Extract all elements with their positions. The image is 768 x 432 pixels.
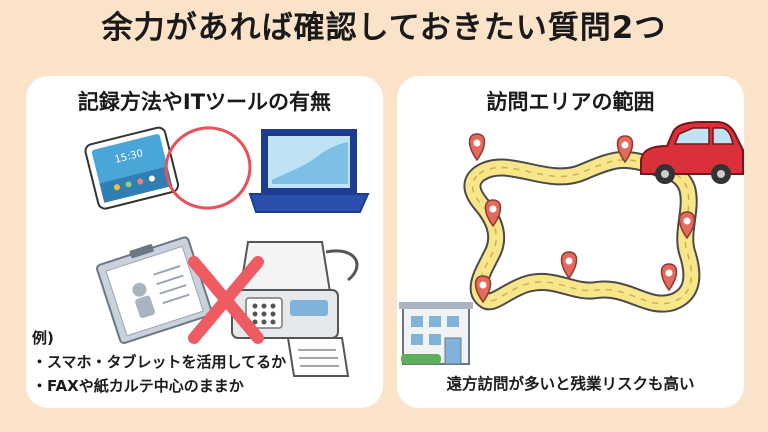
it-tools-illustration: 15:30 (84, 126, 370, 377)
map-pin-icon (560, 251, 578, 280)
example-heading: 例) (32, 329, 54, 347)
tablet-icon: 15:30 (84, 126, 180, 210)
map-pin-icon (616, 135, 634, 164)
it-tools-card-title: 記録方法やITツールの有無 (77, 90, 332, 114)
visit-area-card: 訪問エリアの範囲 (397, 76, 744, 408)
visit-area-caption: 遠方訪問が多いと残業リスクも高い (446, 375, 695, 393)
building-icon (399, 302, 473, 365)
map-pin-icon (484, 199, 502, 228)
page-title: 余力があれば確認しておきたい質問2つ (101, 10, 667, 46)
cross-mark-icon (188, 256, 264, 344)
car-icon (640, 121, 744, 184)
circle-mark-icon (164, 126, 252, 210)
laptop-icon (248, 129, 370, 213)
map-pin-icon (468, 133, 486, 162)
map-pin-icon (678, 211, 696, 240)
example-item: ・スマホ・タブレットを活用してるか (32, 353, 287, 371)
map-pin-icon (474, 275, 492, 304)
example-list: 例) ・スマホ・タブレットを活用してるか ・FAXや紙カルテ中心のままか (32, 326, 382, 398)
it-tools-card: 記録方法やITツールの有無 15:30 (26, 76, 383, 408)
map-pin-icon (660, 263, 678, 292)
visit-area-illustration (399, 121, 744, 365)
example-item: ・FAXや紙カルテ中心のままか (32, 377, 244, 395)
clipboard-icon (96, 236, 213, 344)
visit-area-card-title: 訪問エリアの範囲 (486, 90, 655, 114)
